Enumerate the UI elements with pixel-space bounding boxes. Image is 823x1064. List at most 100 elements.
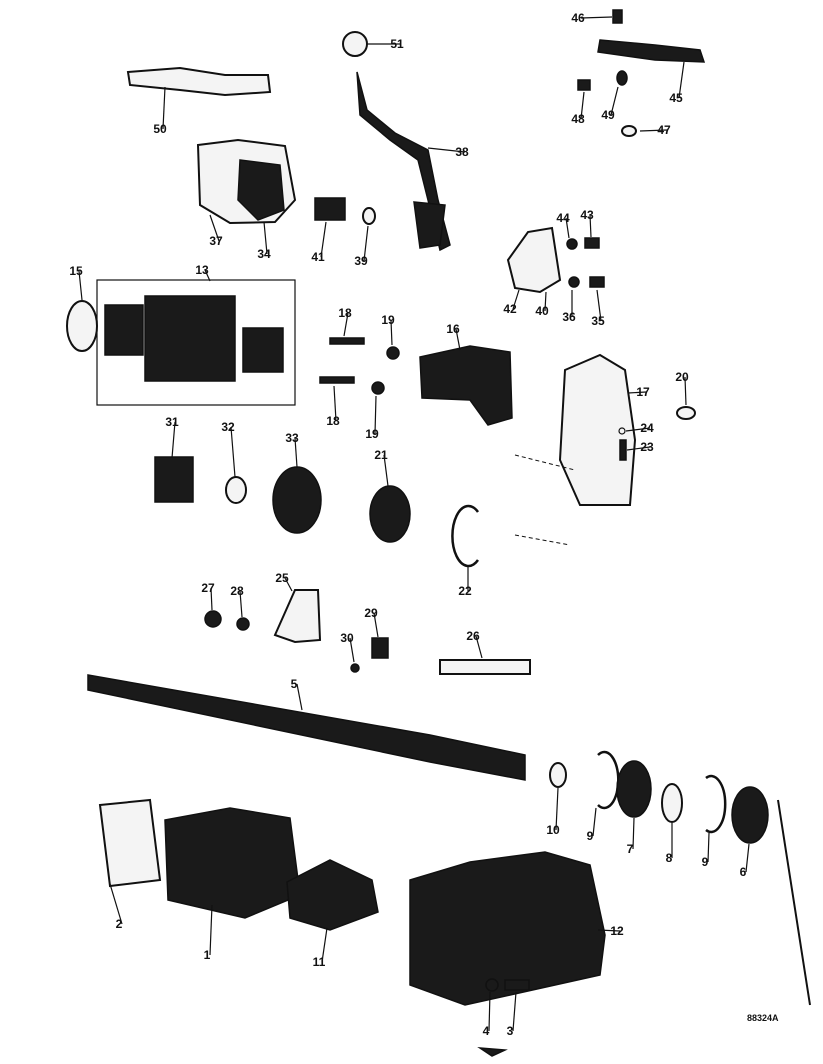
bearing-13b <box>242 327 284 373</box>
bearing-13a <box>104 304 144 356</box>
leader-line-p23 <box>626 446 651 451</box>
leader-line-p35 <box>596 289 602 322</box>
part-number-label: 16 <box>446 322 460 336</box>
part-number-label: 41 <box>311 250 325 264</box>
parts-artwork <box>66 9 811 1057</box>
leader-line-p29 <box>373 612 379 638</box>
leader-line-p39 <box>363 225 369 262</box>
part-number-label: 7 <box>627 842 634 856</box>
leader-line-p26 <box>475 635 483 659</box>
part-number-label: 23 <box>640 440 654 454</box>
shaft-26 <box>439 659 531 675</box>
ring-10 <box>549 762 567 788</box>
leader-line-p5 <box>296 683 303 711</box>
leader-line-p2 <box>109 883 123 925</box>
guide-17-upper <box>514 454 576 471</box>
nut-36 <box>568 276 580 288</box>
edge-mark <box>777 799 811 1006</box>
housing-34 <box>237 159 285 221</box>
part-number-label: 8 <box>666 851 673 865</box>
part-number-label: 32 <box>221 420 235 434</box>
bolt-18b <box>319 376 355 384</box>
leader-line-p4 <box>488 991 491 1032</box>
housing-1 <box>164 807 301 919</box>
leader-line-p34 <box>263 221 268 255</box>
mainshaft-5 <box>87 674 526 781</box>
leader-line-p32 <box>230 426 236 478</box>
leader-line-p25 <box>284 577 293 592</box>
washer-47 <box>621 125 637 137</box>
leader-line-p1 <box>209 904 213 956</box>
spring-23 <box>619 439 627 461</box>
leader-line-p15 <box>78 270 83 301</box>
leader-line-p27 <box>210 587 213 611</box>
nut-27 <box>204 610 222 628</box>
part-number-label: 5 <box>291 677 298 691</box>
leader-line-p44 <box>565 217 570 239</box>
ring-8 <box>661 783 683 823</box>
washer-49 <box>616 70 628 86</box>
washer-19b <box>371 381 385 395</box>
cluster-gear-13 <box>144 295 236 382</box>
leader-line-p3 <box>512 991 517 1032</box>
cluster-box-13 <box>96 279 296 406</box>
part-number-label: 17 <box>636 385 650 399</box>
part-number-label: 51 <box>390 37 404 51</box>
bolt-18a <box>329 337 365 345</box>
part-number-label: 44 <box>556 211 570 225</box>
rear-cover-17 <box>558 353 637 506</box>
pin-30 <box>350 663 360 673</box>
part-number-label: 19 <box>365 427 379 441</box>
part-number-label: 15 <box>69 264 83 278</box>
part-number-label: 38 <box>455 145 469 159</box>
part-number-label: 19 <box>381 313 395 327</box>
plate-45 <box>597 39 706 63</box>
part-number-label: 43 <box>580 208 594 222</box>
circlip-22 <box>451 504 480 568</box>
part-number-label: 36 <box>562 310 576 324</box>
gear-33 <box>272 466 322 534</box>
bolt-3 <box>504 979 530 991</box>
part-number-label: 29 <box>364 606 378 620</box>
bracket-42-40 <box>506 226 562 294</box>
part-number-label: 25 <box>275 571 289 585</box>
leader-line-p10 <box>555 787 559 831</box>
part-number-label: 4 <box>483 1024 490 1038</box>
part-number-label: 3 <box>507 1024 514 1038</box>
part-number-label: 30 <box>340 631 354 645</box>
knob-51 <box>342 31 368 57</box>
gasket-2 <box>98 798 162 888</box>
leader-line-p19a <box>390 319 393 346</box>
leader-line-p6 <box>745 843 750 873</box>
leader-line-p18b <box>333 385 337 422</box>
part-number-label: 2 <box>116 917 123 931</box>
leader-line-p18a <box>343 312 349 337</box>
part-number-label: 22 <box>458 584 472 598</box>
part-number-label: 39 <box>354 254 368 268</box>
part-number-label: 33 <box>285 431 299 445</box>
part-number-label: 31 <box>165 415 179 429</box>
leader-line-p24 <box>625 427 651 432</box>
leader-line-p31 <box>171 421 176 459</box>
leader-line-p37 <box>209 214 220 242</box>
gasket-50 <box>126 66 272 97</box>
bottom-mark <box>477 1047 508 1057</box>
leader-line-p16 <box>455 328 461 351</box>
circlip-9a <box>597 750 620 810</box>
leader-line-p38 <box>427 147 466 153</box>
leader-line-p49 <box>610 86 619 116</box>
part-number-label: 10 <box>546 823 560 837</box>
washer-39 <box>362 207 376 225</box>
part-number-label: 45 <box>669 91 683 105</box>
plug-20 <box>676 406 696 420</box>
part-number-label: 9 <box>587 829 594 843</box>
leader-line-p20 <box>684 376 687 406</box>
leader-line-p7 <box>632 817 635 850</box>
part-number-label: 13 <box>195 263 209 277</box>
leader-line-p33 <box>294 437 298 468</box>
cover-12 <box>409 851 606 1006</box>
part-number-label: 24 <box>640 421 654 435</box>
leader-line-p50 <box>162 86 166 130</box>
